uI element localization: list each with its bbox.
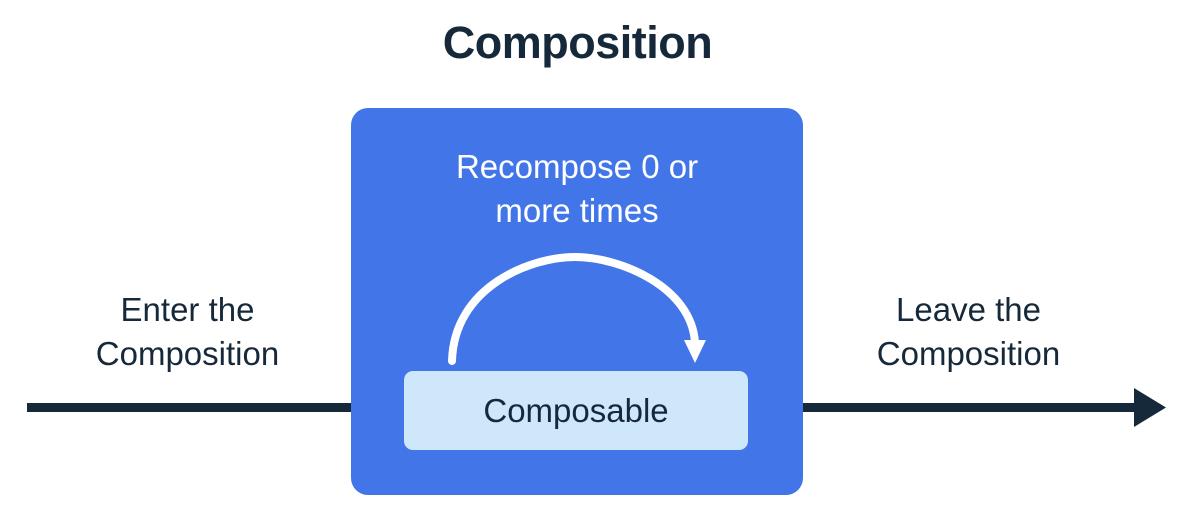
leave-composition-caption: Leave the Composition: [816, 288, 1121, 375]
enter-caption-line-2: Composition: [95, 334, 280, 372]
composable-label: Composable: [483, 392, 669, 429]
recompose-caption-line-1: Recompose 0 or: [455, 148, 699, 185]
leave-arrow-right-icon: [1134, 388, 1166, 427]
leave-caption-line-2: Composition: [876, 334, 1061, 372]
page-title: Composition: [442, 17, 713, 68]
recompose-caption: Recompose 0 or more times: [371, 145, 783, 232]
enter-composition-caption: Enter the Composition: [35, 288, 340, 375]
recompose-caption-line-2: more times: [495, 191, 659, 229]
recompose-arc-path: [448, 252, 699, 365]
curved-loop-arrow-icon: [448, 252, 706, 365]
enter-caption-line-1: Enter the: [120, 291, 255, 328]
recompose-arrowhead-icon: [684, 340, 706, 363]
composable-box: Composable: [404, 371, 748, 450]
leave-caption-line-1: Leave the: [896, 291, 1041, 328]
